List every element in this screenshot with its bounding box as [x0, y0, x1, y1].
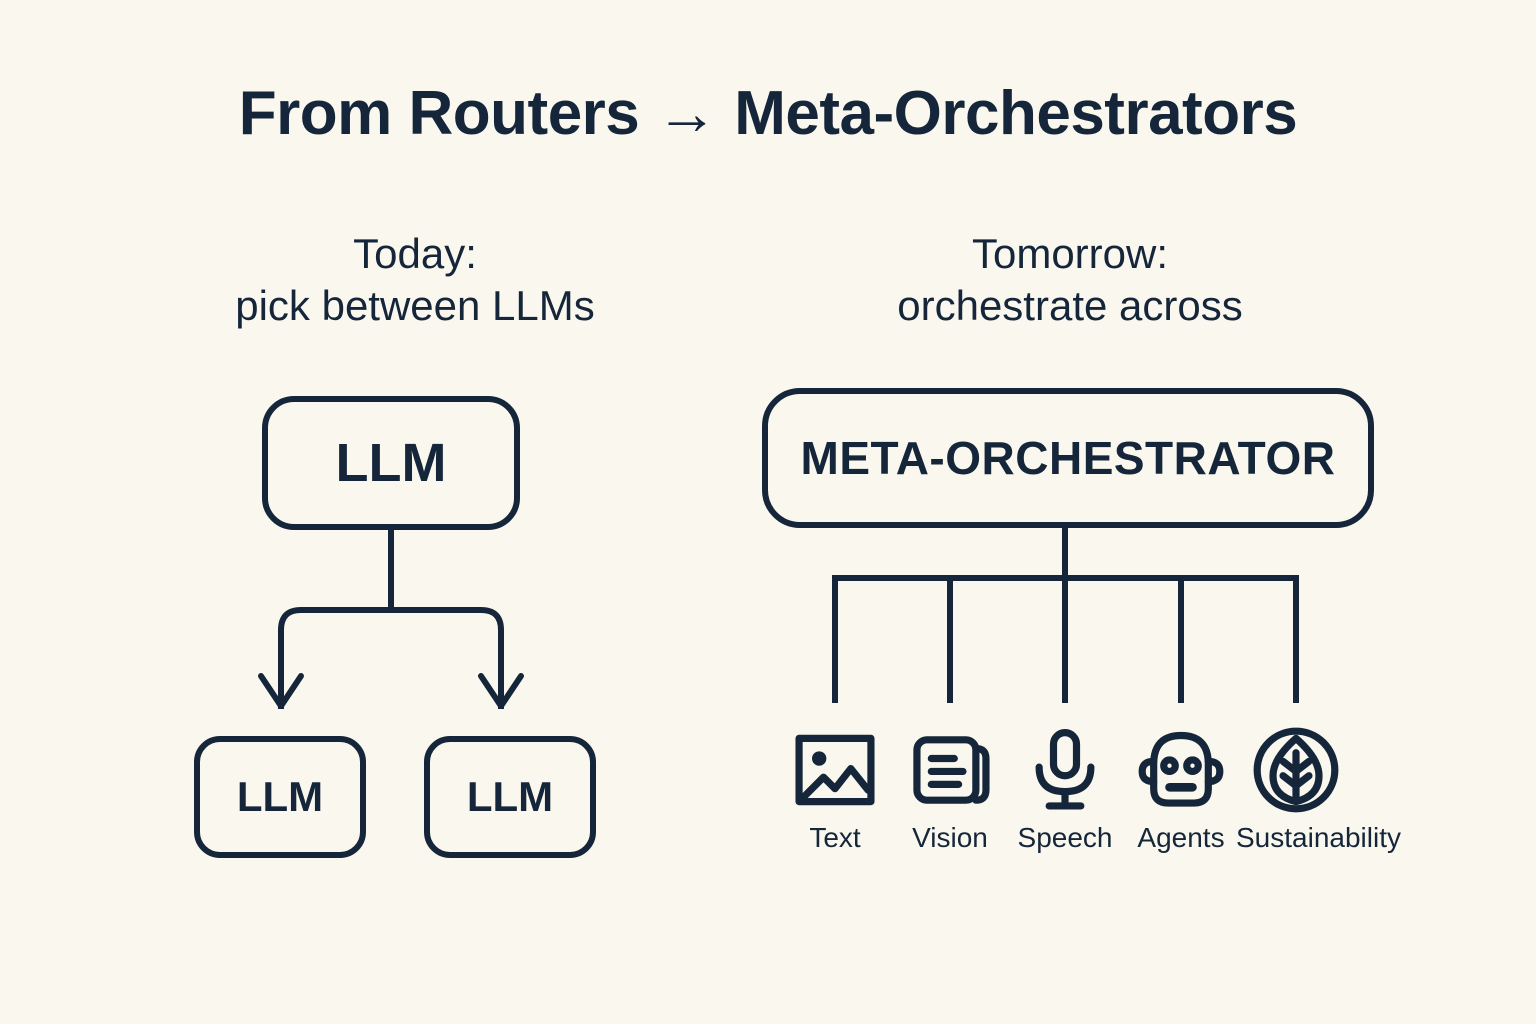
modality-label-agents: Agents — [1137, 822, 1225, 853]
left-arrowhead-a — [258, 673, 304, 709]
node-llm-root[interactable]: LLM — [262, 396, 520, 530]
page-title: From Routers → Meta-Orchestrators — [238, 79, 1298, 148]
left-column-heading: Today: pick between LLMs — [115, 228, 715, 332]
modality-label-vision: Vision — [912, 822, 988, 853]
modality-text[interactable]: Text — [775, 722, 895, 854]
left-split-bar — [278, 607, 504, 658]
modality-agents[interactable]: Agents — [1121, 722, 1241, 854]
modality-label-sustainability: Sustainability — [1236, 822, 1401, 853]
node-meta-orchestrator[interactable]: META-ORCHESTRATOR — [762, 388, 1374, 528]
left-heading-line-1: Today: — [353, 230, 477, 277]
image-picture-icon — [775, 722, 895, 818]
left-arrowhead-b — [478, 673, 524, 709]
modality-label-speech: Speech — [1017, 822, 1113, 853]
modality-speech[interactable]: Speech — [1005, 722, 1125, 854]
robot-head-icon — [1121, 722, 1241, 818]
node-llm-child-2[interactable]: LLM — [424, 736, 596, 858]
right-column-heading: Tomorrow: orchestrate across — [770, 228, 1370, 332]
modality-vision[interactable]: Vision — [890, 722, 1010, 854]
modality-label-text: Text — [809, 822, 861, 853]
microphone-icon — [1005, 722, 1125, 818]
right-heading-line-1: Tomorrow: — [971, 230, 1169, 277]
documents-stack-icon — [890, 722, 1010, 818]
modality-sustainability[interactable]: Sustainability — [1236, 722, 1401, 854]
left-heading-line-2: pick between LLMs — [235, 282, 595, 329]
node-llm-child-1[interactable]: LLM — [194, 736, 366, 858]
right-heading-line-2: orchestrate across — [897, 282, 1243, 329]
leaf-in-circle-icon — [1236, 722, 1356, 818]
